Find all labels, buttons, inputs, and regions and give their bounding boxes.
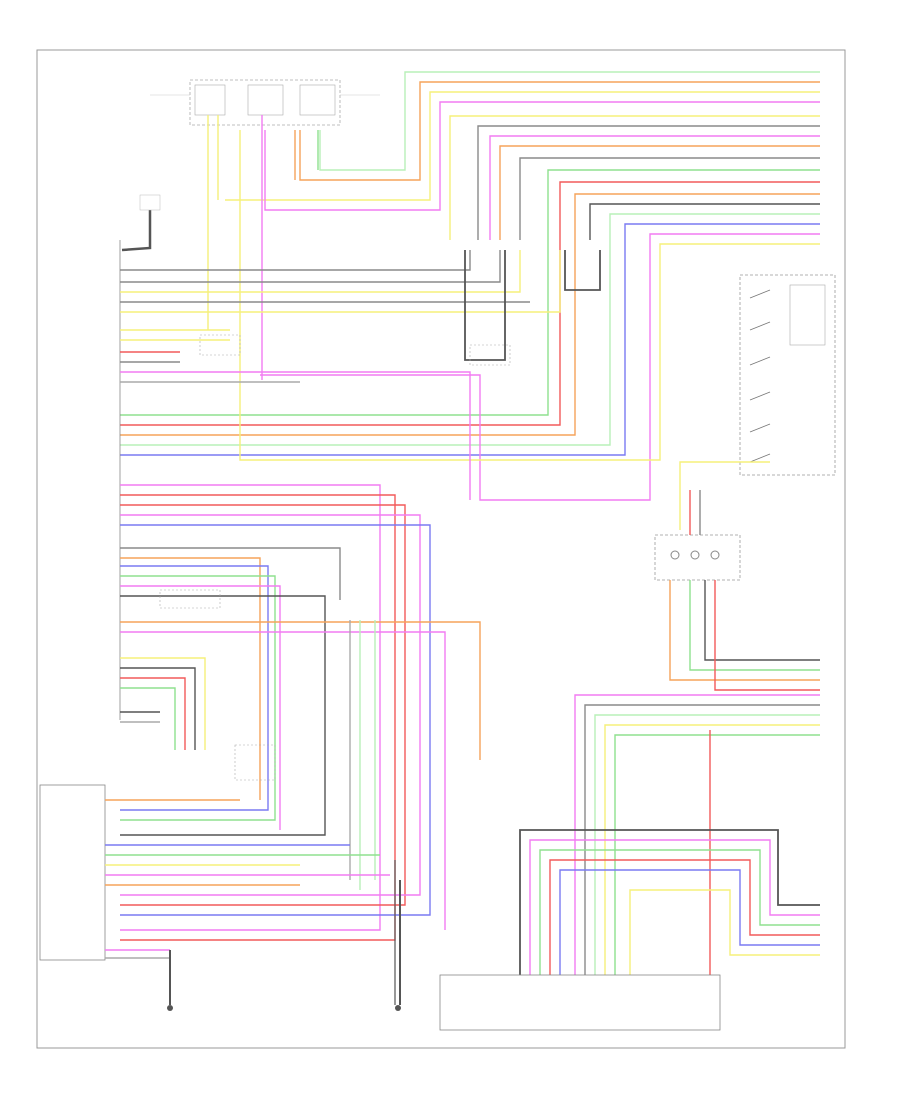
right-lower-wires xyxy=(574,694,820,975)
steering-control-module xyxy=(654,490,820,691)
fuse-block-top xyxy=(150,79,380,126)
mid-speaker-wires xyxy=(120,484,481,941)
radio-unit-upper xyxy=(119,240,121,720)
antenna-connector xyxy=(121,194,161,252)
fuse-drops xyxy=(207,115,319,380)
mid-components xyxy=(159,334,511,781)
steering-switch-block xyxy=(679,274,836,530)
diagram-border xyxy=(36,49,846,1049)
ground-1 xyxy=(167,950,173,1011)
bottom-harness xyxy=(439,829,820,1031)
left-lower-wires xyxy=(120,657,206,750)
ground-2 xyxy=(394,860,401,1011)
radio-output-wires xyxy=(120,250,601,500)
radio-unit-lower xyxy=(39,784,390,961)
